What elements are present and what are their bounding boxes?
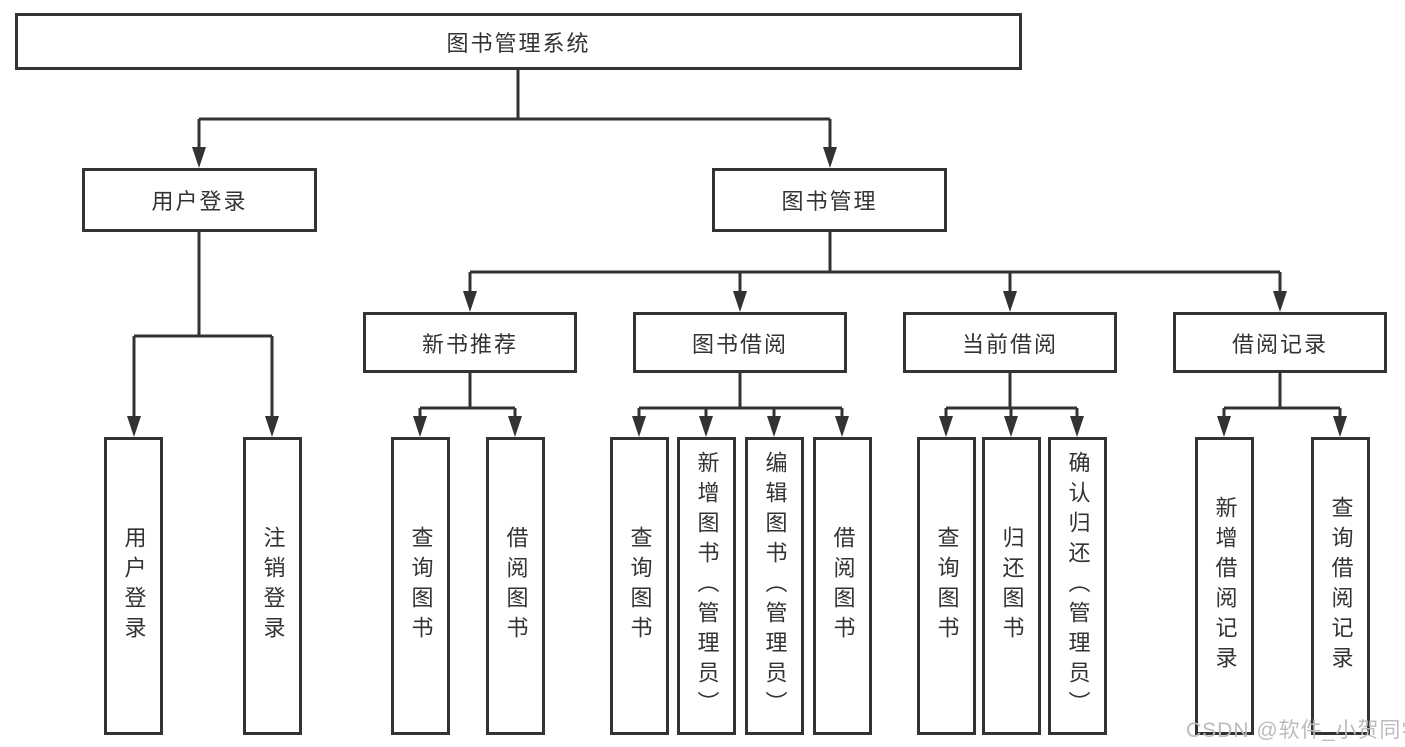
node-label: 当前借阅 (961, 331, 1058, 357)
node-label: 借阅图书 (830, 526, 856, 646)
leaf-query-books: 查询图书 (917, 437, 976, 735)
node-label: 查询图书 (627, 526, 653, 646)
leaf-logout: 注销登录 (243, 437, 302, 735)
leaf-add-book-admin: 新增图书（管理员） (677, 437, 736, 735)
node-book-borrow: 图书借阅 (633, 312, 847, 373)
node-new-book-recommend: 新书推荐 (363, 312, 577, 373)
node-label: 编辑图书（管理员） (762, 451, 788, 721)
node-label: 查询借阅记录 (1328, 496, 1354, 676)
node-book-management: 图书管理 (712, 168, 947, 232)
leaf-borrow-book: 借阅图书 (813, 437, 872, 735)
node-label: 注销登录 (260, 526, 286, 646)
node-label: 新书推荐 (421, 331, 518, 357)
node-label: 确认归还（管理员） (1065, 451, 1091, 721)
node-label: 查询图书 (934, 526, 960, 646)
node-label: 查询图书 (408, 526, 434, 646)
node-library-management-system: 图书管理系统 (15, 13, 1022, 70)
node-current-borrow: 当前借阅 (903, 312, 1117, 373)
leaf-return-book: 归还图书 (982, 437, 1041, 735)
csdn-watermark: CSDN @软件_小贺同学 (1186, 719, 1405, 742)
node-label: 图书管理系统 (446, 30, 591, 56)
node-label: 借阅记录 (1231, 331, 1328, 357)
leaf-confirm-return-admin: 确认归还（管理员） (1048, 437, 1107, 735)
leaf-query-books: 查询图书 (610, 437, 669, 735)
leaf-query-books: 查询图书 (391, 437, 450, 735)
node-user-login: 用户登录 (82, 168, 317, 232)
node-label: 新增借阅记录 (1212, 496, 1238, 676)
leaf-add-borrow-record: 新增借阅记录 (1195, 437, 1254, 735)
leaf-borrow-book: 借阅图书 (486, 437, 545, 735)
leaf-query-borrow-record: 查询借阅记录 (1311, 437, 1370, 735)
node-label: 用户登录 (151, 189, 248, 214)
node-label: 图书借阅 (691, 331, 788, 357)
node-label: 借阅图书 (503, 526, 529, 646)
node-borrow-records: 借阅记录 (1173, 312, 1387, 373)
node-label: 归还图书 (999, 526, 1025, 646)
leaf-edit-book-admin: 编辑图书（管理员） (745, 437, 804, 735)
node-label: 新增图书（管理员） (694, 451, 720, 721)
node-label: 用户登录 (121, 526, 147, 646)
node-label: 图书管理 (781, 189, 878, 214)
leaf-user-login: 用户登录 (104, 437, 163, 735)
